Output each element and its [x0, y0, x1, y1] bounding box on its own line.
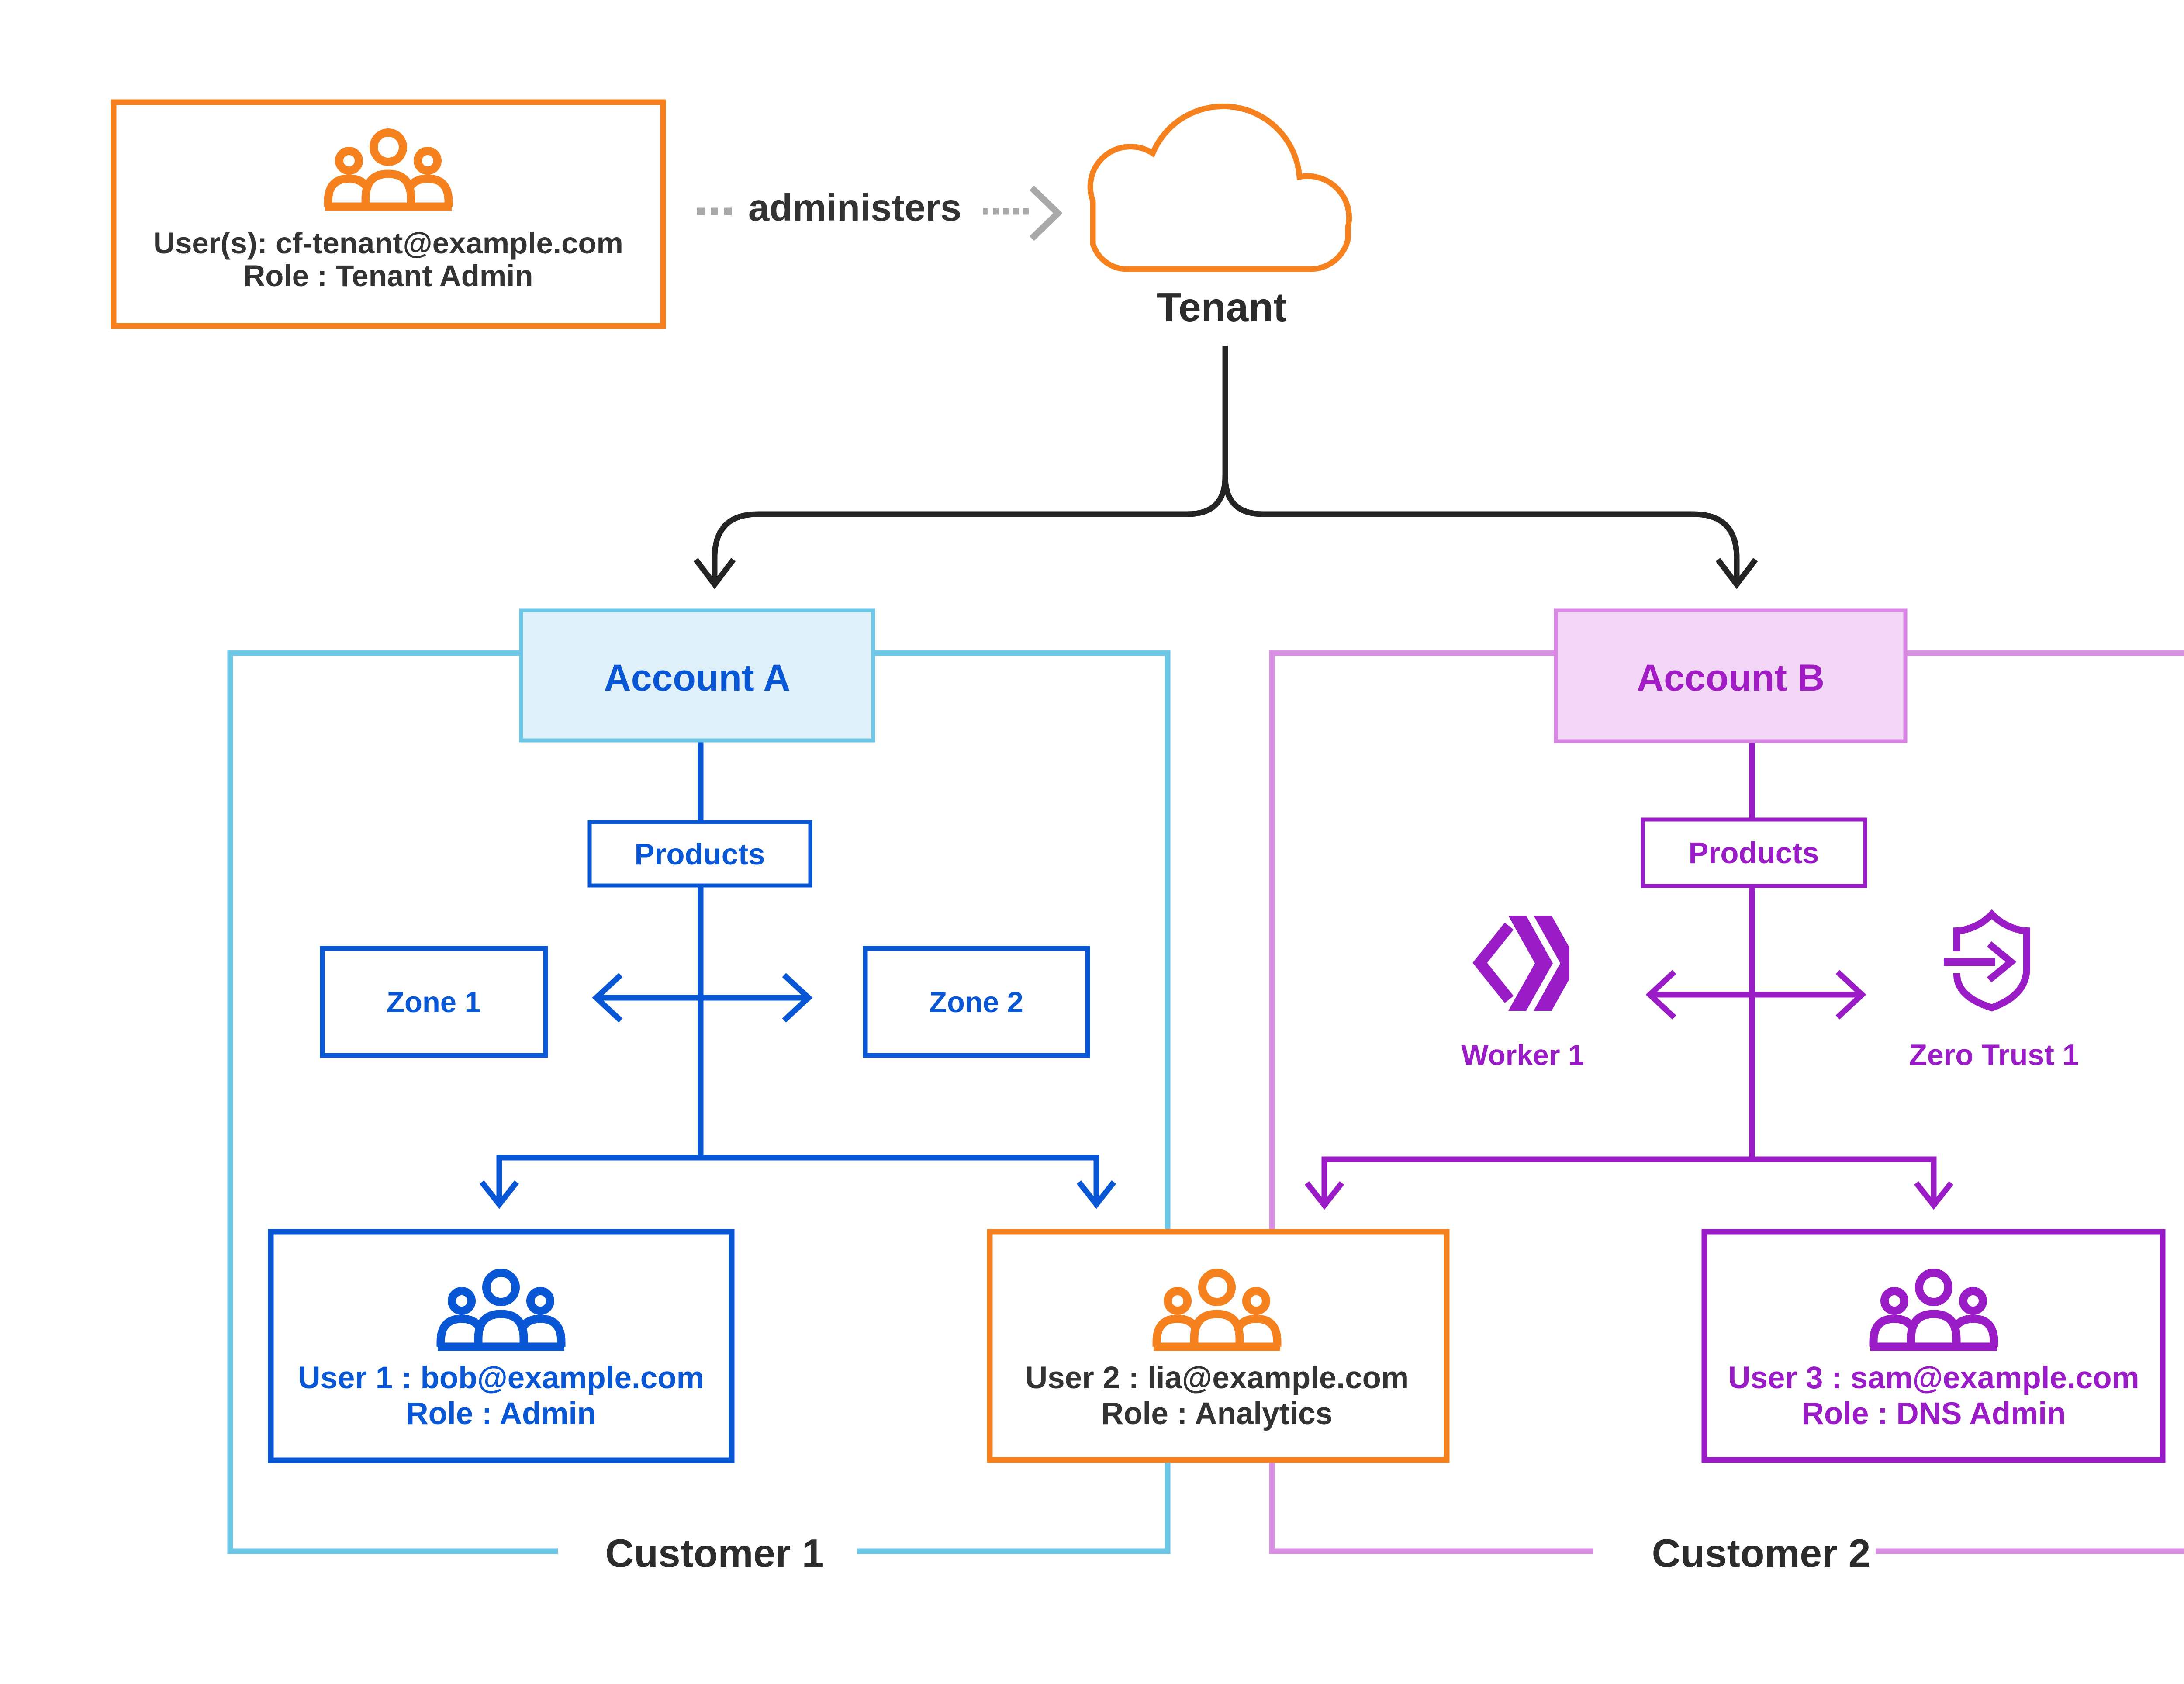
svg-text:User 2 : lia@example.com: User 2 : lia@example.com [1025, 1361, 1409, 1395]
svg-text:Zone 1: Zone 1 [387, 986, 481, 1019]
svg-text:Tenant: Tenant [1157, 284, 1287, 330]
svg-text:Role : Admin: Role : Admin [406, 1397, 596, 1431]
svg-text:Worker 1: Worker 1 [1461, 1039, 1584, 1071]
svg-text:Products: Products [1688, 836, 1819, 870]
svg-text:Role : Tenant Admin: Role : Tenant Admin [243, 259, 533, 293]
svg-text:Products: Products [634, 837, 765, 871]
svg-text:Account B: Account B [1637, 657, 1825, 699]
svg-text:User 1 : bob@example.com: User 1 : bob@example.com [298, 1361, 704, 1395]
svg-text:administers: administers [748, 187, 961, 229]
svg-text:Customer 2: Customer 2 [1652, 1532, 1871, 1576]
svg-text:Zero Trust 1: Zero Trust 1 [1909, 1038, 2079, 1072]
svg-text:Role : DNS Admin: Role : DNS Admin [1802, 1397, 2066, 1431]
svg-text:Zone 2: Zone 2 [929, 986, 1023, 1019]
svg-text:User 3 : sam@example.com: User 3 : sam@example.com [1728, 1361, 2139, 1395]
svg-text:Role : Analytics: Role : Analytics [1101, 1397, 1333, 1431]
svg-text:Account A: Account A [604, 657, 791, 699]
svg-text:Customer 1: Customer 1 [605, 1532, 824, 1576]
svg-text:User(s): cf-tenant@example.com: User(s): cf-tenant@example.com [153, 226, 623, 260]
